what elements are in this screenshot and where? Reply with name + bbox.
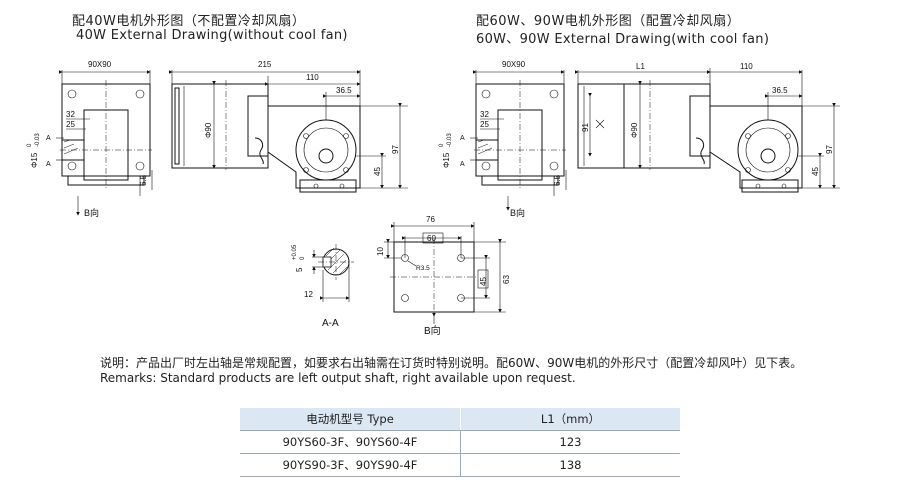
left-front-view — [56, 70, 153, 216]
right-sec-a-top: A — [460, 135, 465, 142]
table-header-l1: L1（mm） — [460, 408, 680, 431]
right-title-cn: 配60W、90W电机外形图（配置冷却风扇） — [476, 14, 741, 29]
left-side-view — [169, 70, 408, 193]
left-dim-45: 45 — [373, 167, 382, 176]
right-view-b: B向 — [510, 207, 525, 218]
right-front-view — [470, 70, 567, 211]
left-sec-a-bottom: A — [46, 161, 51, 168]
right-shaft-dia: Φ15 — [442, 152, 451, 168]
right-dim-25: 25 — [480, 120, 489, 129]
table-header-type: 电动机型号 Type — [240, 408, 461, 431]
left-dim-25: 25 — [66, 120, 75, 129]
right-sec-a-bottom: A — [460, 161, 465, 168]
right-dim-l1: L1 — [636, 62, 645, 71]
right-dim-97: 97 — [825, 145, 834, 154]
left-view-b: B向 — [84, 207, 99, 218]
table-cell-type: 90YS90-3F、90YS90-4F — [240, 453, 461, 477]
right-shaft-tol-up: 0 — [439, 143, 445, 147]
bottom-radius: R3.5 — [416, 265, 430, 272]
bottom-dim-10: 10 — [376, 247, 385, 256]
section-key-tol-dn: 0 — [300, 256, 306, 260]
right-dim-32: 32 — [480, 110, 489, 119]
table-row: 90YS90-3F、90YS90-4F 138 — [240, 453, 680, 477]
left-dim-phi90: Φ90 — [204, 122, 213, 138]
left-dim-110: 110 — [306, 73, 319, 82]
table-cell-l1: 138 — [460, 453, 680, 477]
right-side-view — [575, 68, 840, 193]
section-a-a — [312, 244, 354, 302]
table-cell-l1: 123 — [460, 430, 680, 454]
bottom-dim-60: 60 — [427, 234, 436, 243]
right-dim-90x90: 90X90 — [502, 60, 526, 69]
bottom-view-label: B向 — [424, 324, 441, 337]
right-dim-phi90: Φ90 — [630, 122, 639, 138]
left-title-cn: 配40W电机外形图（不配置冷却风扇） — [72, 14, 306, 29]
left-sec-a-top: A — [46, 135, 51, 142]
section-key-width: 5 — [295, 267, 304, 272]
right-dim-91: 91 — [581, 123, 590, 132]
left-dim-32: 32 — [66, 110, 75, 119]
left-title-en: 40W External Drawing(without cool fan) — [76, 28, 348, 43]
left-dim-215: 215 — [258, 60, 272, 69]
right-title-en: 60W、90W External Drawing(with cool fan) — [476, 32, 770, 47]
left-dim-6-5: 6.5 — [139, 174, 148, 186]
left-dim-36-5: 36.5 — [336, 86, 352, 95]
l1-table: 电动机型号 Type L1（mm） 90YS60-3F、90YS60-4F 12… — [240, 408, 680, 477]
technical-drawing: 90X90 32 25 A A B向 Φ15 0 -0.03 6.5 — [27, 60, 840, 337]
right-dim-6-5: 6.5 — [553, 174, 562, 186]
left-dim-90x90: 90X90 — [88, 60, 112, 69]
right-dim-36-5: 36.5 — [772, 86, 788, 95]
table-row: 90YS60-3F、90YS60-4F 123 — [240, 430, 680, 454]
right-shaft-tol-dn: -0.03 — [447, 133, 453, 147]
right-dim-110: 110 — [740, 62, 753, 71]
bottom-dim-45: 45 — [479, 277, 488, 286]
left-shaft-tol-dn: -0.03 — [35, 133, 41, 147]
remarks-en: Remarks: Standard products are left outp… — [100, 371, 576, 385]
right-dim-45: 45 — [811, 167, 820, 176]
section-key-tol-up: +0.05 — [292, 244, 298, 260]
section-label: A-A — [322, 318, 339, 329]
table-header-row: 电动机型号 Type L1（mm） — [240, 408, 680, 431]
bottom-dim-63: 63 — [502, 275, 511, 284]
left-shaft-tol-up: 0 — [27, 143, 33, 147]
bottom-dim-76: 76 — [426, 215, 435, 224]
left-dim-97: 97 — [391, 145, 400, 154]
section-dim-12: 12 — [304, 290, 313, 299]
left-shaft-dia: Φ15 — [30, 152, 39, 168]
bottom-view — [384, 222, 506, 324]
remarks-cn: 说明：产品出厂时左出轴是常规配置，如要求右出轴需在订货时特别说明。配60W、90… — [100, 356, 803, 370]
table-cell-type: 90YS60-3F、90YS60-4F — [240, 430, 461, 454]
